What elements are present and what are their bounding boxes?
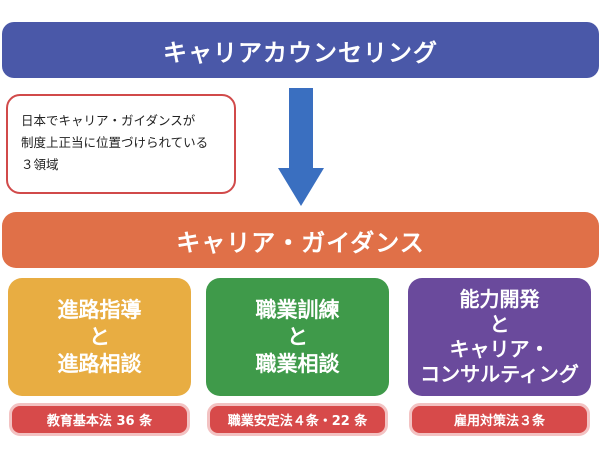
card-line: 職業相談 [255,351,340,376]
domain-card-vocational-training: 職業訓練 と 職業相談 [206,278,389,396]
card-line: 職業訓練 [255,297,340,322]
card-line: と [489,312,510,336]
card-line: と [89,324,110,349]
law-badge-employment-security: 職業安定法４条・22 条 [207,403,388,436]
note-box: 日本でキャリア・ガイダンスが 制度上正当に位置づけられている ３領域 [6,94,236,194]
note-line: ３領域 [21,157,59,172]
card-line: コンサルティング [420,362,579,386]
law-badge-education: 教育基本法 36 条 [9,403,190,436]
card-line: 能力開発 [459,287,540,311]
note-line: 日本でキャリア・ガイダンスが [21,113,196,128]
career-counseling-banner: キャリアカウンセリング [2,22,599,78]
note-line: 制度上正当に位置づけられている [21,135,209,150]
card-line: 進路指導 [57,297,142,322]
domain-card-school-guidance: 進路指導 と 進路相談 [8,278,191,396]
card-line: と [287,324,308,349]
card-line: 進路相談 [57,351,142,376]
law-badge-employment-measures: 雇用対策法３条 [409,403,590,436]
domain-card-ability-development: 能力開発 と キャリア・ コンサルティング [408,278,591,396]
career-guidance-banner: キャリア・ガイダンス [2,212,599,268]
card-line: キャリア・ [449,337,550,361]
down-arrow-icon [278,88,324,206]
